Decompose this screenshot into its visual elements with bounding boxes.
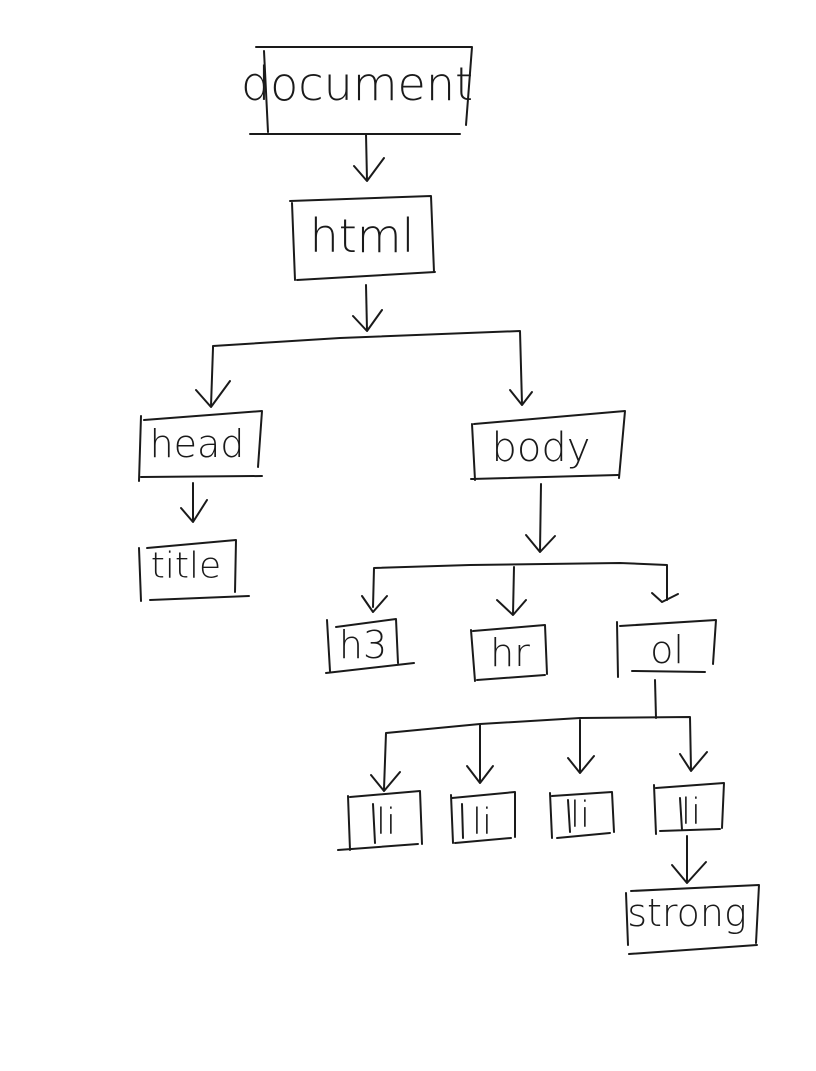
edge-document-html <box>353 133 385 182</box>
node-li-4-label: li <box>681 792 701 833</box>
edge-li-strong <box>671 835 707 884</box>
node-head-box <box>138 410 263 482</box>
node-title: title <box>138 539 250 602</box>
node-strong-box <box>625 884 760 955</box>
node-li-3: li <box>549 791 615 839</box>
edge-html-children <box>195 284 533 408</box>
node-head-label: head <box>150 422 245 466</box>
node-html-label: html <box>310 209 415 263</box>
edge-head-title <box>180 482 208 523</box>
node-li-4: li <box>653 782 725 835</box>
node-h3-box <box>325 618 415 674</box>
node-strong-label: strong <box>627 891 747 935</box>
node-li-3-label: li <box>570 795 590 836</box>
node-li-3-box <box>549 791 615 839</box>
node-body-box <box>470 410 626 481</box>
node-document: document <box>241 46 473 135</box>
edge-body-children <box>361 483 679 616</box>
edges <box>180 133 708 884</box>
node-title-box <box>138 539 250 602</box>
node-ol-label: ol <box>650 628 684 672</box>
node-hr-label: hr <box>490 631 530 675</box>
node-title-label: title <box>151 546 221 587</box>
node-li-2-box <box>450 791 516 844</box>
node-li-4-box <box>653 782 725 835</box>
node-hr: hr <box>470 624 548 682</box>
node-li-1-box <box>337 790 423 851</box>
node-body: body <box>470 410 626 481</box>
node-html-box <box>289 195 436 281</box>
node-html: html <box>289 195 436 281</box>
node-body-label: body <box>492 425 591 471</box>
node-li-2: li <box>450 791 516 844</box>
node-head: head <box>138 410 263 482</box>
node-ol-box <box>616 619 717 678</box>
node-document-label: document <box>241 57 473 111</box>
node-strong: strong <box>625 884 760 955</box>
node-h3-label: h3 <box>339 623 387 667</box>
node-li-1: li <box>337 790 423 851</box>
edge-ol-children <box>370 679 708 792</box>
node-ol: ol <box>616 619 717 678</box>
node-li-1-label: li <box>376 802 396 843</box>
node-h3: h3 <box>325 618 415 674</box>
node-li-2-label: li <box>472 802 492 843</box>
node-hr-box <box>470 624 548 682</box>
node-document-box <box>249 46 473 135</box>
